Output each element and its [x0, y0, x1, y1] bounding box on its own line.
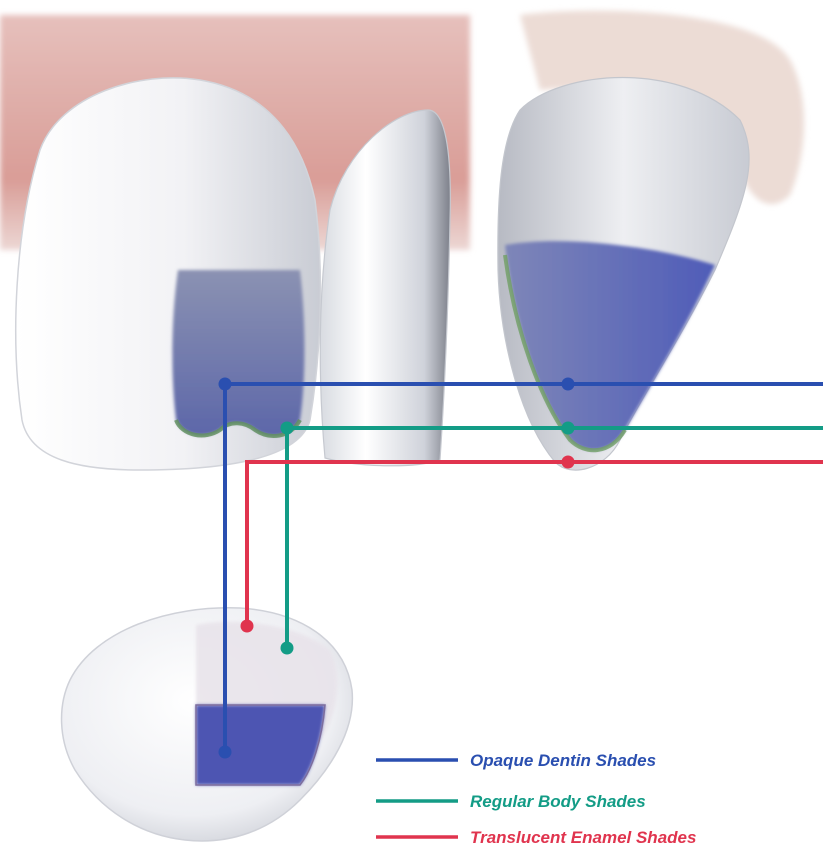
opaque-dentin-marker — [219, 378, 232, 391]
translucent-enamel-marker — [241, 620, 254, 633]
legend-item-regular-body: Regular Body Shades — [376, 792, 646, 811]
regular-body-marker — [281, 642, 294, 655]
regular-body-marker — [562, 422, 575, 435]
legend: Opaque Dentin Shades Regular Body Shades… — [376, 751, 696, 847]
occlusal-dentin — [196, 705, 325, 785]
legend-label-translucent-enamel: Translucent Enamel Shades — [470, 828, 696, 847]
translucent-enamel-indicator-line — [247, 462, 823, 626]
legend-item-opaque-dentin: Opaque Dentin Shades — [376, 751, 656, 770]
legend-label-regular-body: Regular Body Shades — [470, 792, 646, 811]
legend-item-translucent-enamel: Translucent Enamel Shades — [376, 828, 696, 847]
legend-label-opaque-dentin: Opaque Dentin Shades — [470, 751, 656, 770]
regular-body-marker — [281, 422, 294, 435]
opaque-dentin-marker — [562, 378, 575, 391]
dentin-layer — [172, 270, 304, 436]
translucent-enamel-marker — [562, 456, 575, 469]
opaque-dentin-marker — [219, 746, 232, 759]
